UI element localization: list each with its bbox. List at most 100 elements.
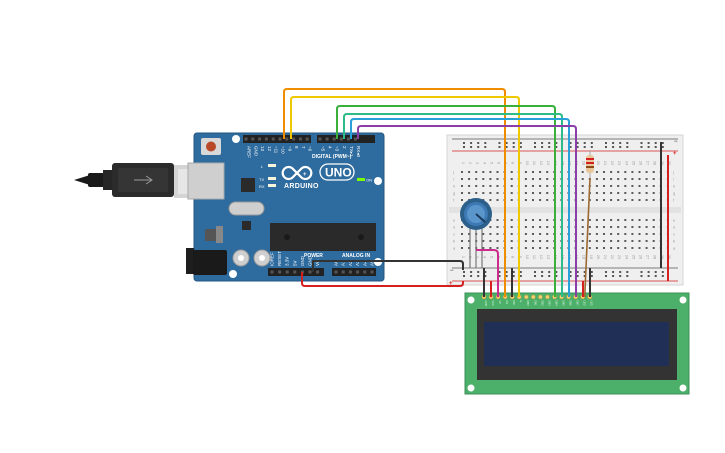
header-pin[interactable] — [332, 137, 336, 141]
terminal-hole[interactable] — [489, 226, 492, 228]
wire-purple[interactable] — [357, 125, 577, 297]
rail-hole[interactable] — [647, 275, 650, 277]
rail-hole[interactable] — [569, 146, 572, 148]
terminal-hole[interactable] — [532, 226, 534, 228]
header-pin[interactable] — [325, 137, 329, 141]
rail-hole[interactable] — [548, 271, 551, 273]
terminal-hole[interactable] — [624, 192, 627, 194]
terminal-hole[interactable] — [510, 185, 513, 187]
rail-hole[interactable] — [505, 275, 508, 277]
terminal-hole[interactable] — [489, 240, 492, 242]
rail-hole[interactable] — [512, 271, 515, 273]
terminal-hole[interactable] — [581, 192, 584, 194]
terminal-hole[interactable] — [610, 240, 613, 242]
terminal-hole[interactable] — [603, 178, 605, 180]
header-pin[interactable] — [264, 137, 268, 141]
header-pin[interactable] — [285, 137, 289, 141]
rail-hole[interactable] — [590, 271, 593, 273]
terminal-hole[interactable] — [624, 233, 627, 235]
terminal-hole[interactable] — [468, 233, 471, 235]
terminal-hole[interactable] — [638, 192, 641, 194]
terminal-hole[interactable] — [496, 199, 499, 201]
rail-hole[interactable] — [626, 271, 629, 273]
header-pin[interactable] — [356, 270, 360, 274]
terminal-hole[interactable] — [510, 219, 513, 221]
lcd-pin[interactable] — [531, 294, 536, 300]
terminal-hole[interactable] — [524, 199, 527, 201]
terminal-hole[interactable] — [461, 247, 463, 249]
rail-hole[interactable] — [477, 146, 480, 148]
terminal-hole[interactable] — [652, 233, 655, 235]
terminal-hole[interactable] — [631, 247, 634, 249]
terminal-hole[interactable] — [539, 185, 542, 187]
terminal-hole[interactable] — [595, 219, 598, 221]
terminal-hole[interactable] — [539, 199, 542, 201]
rail-hole[interactable] — [505, 146, 508, 148]
terminal-hole[interactable] — [631, 199, 634, 201]
terminal-hole[interactable] — [581, 247, 584, 249]
terminal-hole[interactable] — [539, 192, 542, 194]
header-pin[interactable] — [305, 137, 309, 141]
terminal-hole[interactable] — [581, 185, 584, 187]
terminal-hole[interactable] — [510, 171, 513, 173]
terminal-hole[interactable] — [532, 199, 534, 201]
terminal-hole[interactable] — [482, 247, 485, 249]
rail-hole[interactable] — [661, 275, 664, 277]
terminal-hole[interactable] — [595, 178, 598, 180]
terminal-hole[interactable] — [638, 171, 641, 173]
header-pin[interactable] — [318, 137, 322, 141]
wire-orange[interactable] — [283, 88, 506, 297]
terminal-hole[interactable] — [510, 226, 513, 228]
rail-hole[interactable] — [647, 142, 650, 144]
terminal-hole[interactable] — [524, 226, 527, 228]
terminal-hole[interactable] — [468, 247, 471, 249]
terminal-hole[interactable] — [524, 171, 527, 173]
terminal-hole[interactable] — [482, 178, 485, 180]
rail-hole[interactable] — [484, 271, 487, 273]
terminal-hole[interactable] — [546, 199, 549, 201]
terminal-hole[interactable] — [510, 199, 513, 201]
reset-button-icon[interactable] — [201, 138, 221, 155]
terminal-hole[interactable] — [539, 226, 542, 228]
terminal-hole[interactable] — [581, 226, 584, 228]
terminal-hole[interactable] — [532, 233, 534, 235]
terminal-hole[interactable] — [546, 185, 549, 187]
terminal-hole[interactable] — [645, 247, 648, 249]
rail-hole[interactable] — [626, 146, 629, 148]
terminal-hole[interactable] — [588, 233, 591, 235]
wire-blue[interactable] — [350, 118, 570, 297]
rail-hole[interactable] — [498, 271, 501, 273]
header-pin[interactable] — [341, 270, 345, 274]
terminal-hole[interactable] — [652, 240, 655, 242]
terminal-hole[interactable] — [631, 219, 634, 221]
terminal-hole[interactable] — [645, 185, 648, 187]
terminal-hole[interactable] — [468, 171, 471, 173]
header-pin[interactable] — [334, 270, 338, 274]
terminal-hole[interactable] — [645, 171, 648, 173]
rail-hole[interactable] — [605, 275, 607, 277]
rail-hole[interactable] — [548, 146, 551, 148]
terminal-hole[interactable] — [532, 192, 534, 194]
wire-green[interactable] — [336, 105, 556, 297]
terminal-hole[interactable] — [652, 171, 655, 173]
terminal-hole[interactable] — [595, 185, 598, 187]
terminal-hole[interactable] — [510, 233, 513, 235]
terminal-hole[interactable] — [624, 240, 627, 242]
rail-hole[interactable] — [640, 142, 643, 144]
terminal-hole[interactable] — [638, 199, 641, 201]
terminal-hole[interactable] — [475, 192, 478, 194]
terminal-hole[interactable] — [461, 185, 463, 187]
rail-hole[interactable] — [626, 142, 629, 144]
terminal-hole[interactable] — [461, 226, 463, 228]
rail-hole[interactable] — [583, 142, 586, 144]
terminal-hole[interactable] — [645, 240, 648, 242]
terminal-hole[interactable] — [645, 219, 648, 221]
rail-hole[interactable] — [541, 146, 544, 148]
terminal-hole[interactable] — [510, 192, 513, 194]
terminal-hole[interactable] — [595, 199, 598, 201]
terminal-hole[interactable] — [631, 185, 634, 187]
terminal-hole[interactable] — [482, 233, 485, 235]
terminal-hole[interactable] — [652, 247, 655, 249]
rail-hole[interactable] — [576, 142, 579, 144]
